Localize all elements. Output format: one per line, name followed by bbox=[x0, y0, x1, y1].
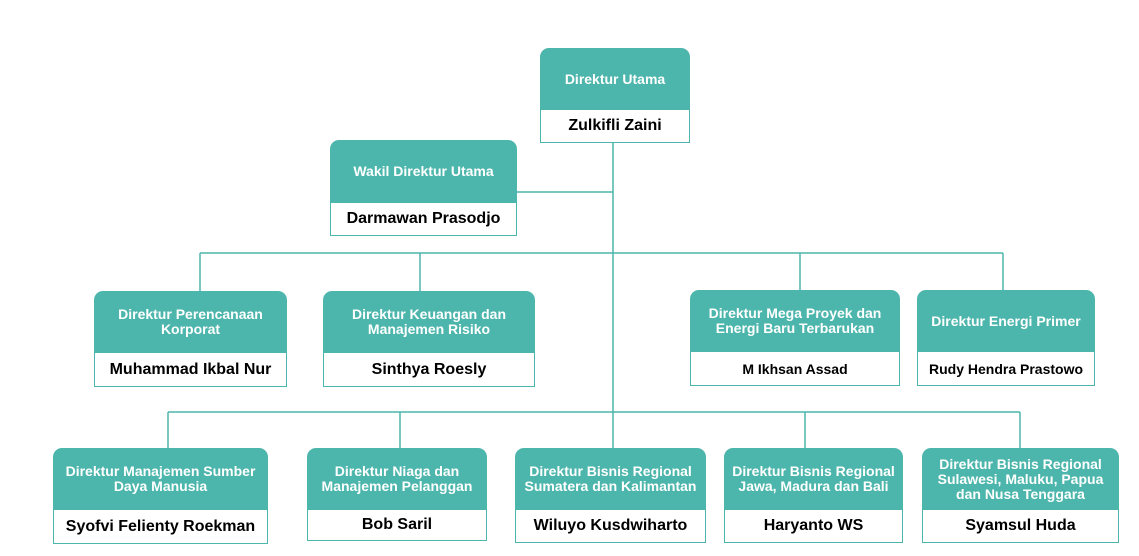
node-title: Direktur Energi Primer bbox=[917, 290, 1095, 352]
node-direktur-sumatera-kalimantan: Direktur Bisnis Regional Sumatera dan Ka… bbox=[515, 448, 706, 543]
node-name: Rudy Hendra Prastowo bbox=[917, 351, 1095, 386]
node-wakil-direktur-utama: Wakil Direktur Utama Darmawan Prasodjo bbox=[330, 140, 517, 236]
node-title: Direktur Niaga dan Manajemen Pelanggan bbox=[307, 448, 487, 510]
node-title: Direktur Manajemen Sumber Daya Manusia bbox=[53, 448, 268, 510]
node-direktur-utama: Direktur Utama Zulkifli Zaini bbox=[540, 48, 690, 143]
node-direktur-sulawesi-papua: Direktur Bisnis Regional Sulawesi, Maluk… bbox=[922, 448, 1119, 543]
node-name: Syamsul Huda bbox=[922, 509, 1119, 543]
node-name: Muhammad Ikbal Nur bbox=[94, 352, 287, 387]
node-name: Wiluyo Kusdwiharto bbox=[515, 509, 706, 543]
node-name: Syofvi Felienty Roekman bbox=[53, 509, 268, 544]
node-direktur-mega-proyek: Direktur Mega Proyek dan Energi Baru Ter… bbox=[690, 290, 900, 386]
node-direktur-perencanaan: Direktur Perencanaan Korporat Muhammad I… bbox=[94, 291, 287, 387]
node-title: Direktur Bisnis Regional Sulawesi, Maluk… bbox=[922, 448, 1119, 510]
node-title: Direktur Bisnis Regional Jawa, Madura da… bbox=[724, 448, 903, 510]
node-title: Direktur Perencanaan Korporat bbox=[94, 291, 287, 353]
node-name: Sinthya Roesly bbox=[323, 352, 535, 387]
node-title: Direktur Mega Proyek dan Energi Baru Ter… bbox=[690, 290, 900, 352]
node-direktur-sdm: Direktur Manajemen Sumber Daya Manusia S… bbox=[53, 448, 268, 544]
node-title: Direktur Bisnis Regional Sumatera dan Ka… bbox=[515, 448, 706, 510]
node-name: M Ikhsan Assad bbox=[690, 351, 900, 386]
node-name: Bob Saril bbox=[307, 509, 487, 541]
node-direktur-niaga: Direktur Niaga dan Manajemen Pelanggan B… bbox=[307, 448, 487, 541]
node-name: Zulkifli Zaini bbox=[540, 109, 690, 143]
node-direktur-jawa-madura-bali: Direktur Bisnis Regional Jawa, Madura da… bbox=[724, 448, 903, 543]
node-title: Direktur Utama bbox=[540, 48, 690, 110]
node-direktur-keuangan: Direktur Keuangan dan Manajemen Risiko S… bbox=[323, 291, 535, 387]
node-name: Haryanto WS bbox=[724, 509, 903, 543]
node-title: Direktur Keuangan dan Manajemen Risiko bbox=[323, 291, 535, 353]
node-direktur-energi-primer: Direktur Energi Primer Rudy Hendra Prast… bbox=[917, 290, 1095, 386]
node-name: Darmawan Prasodjo bbox=[330, 202, 517, 236]
node-title: Wakil Direktur Utama bbox=[330, 140, 517, 203]
